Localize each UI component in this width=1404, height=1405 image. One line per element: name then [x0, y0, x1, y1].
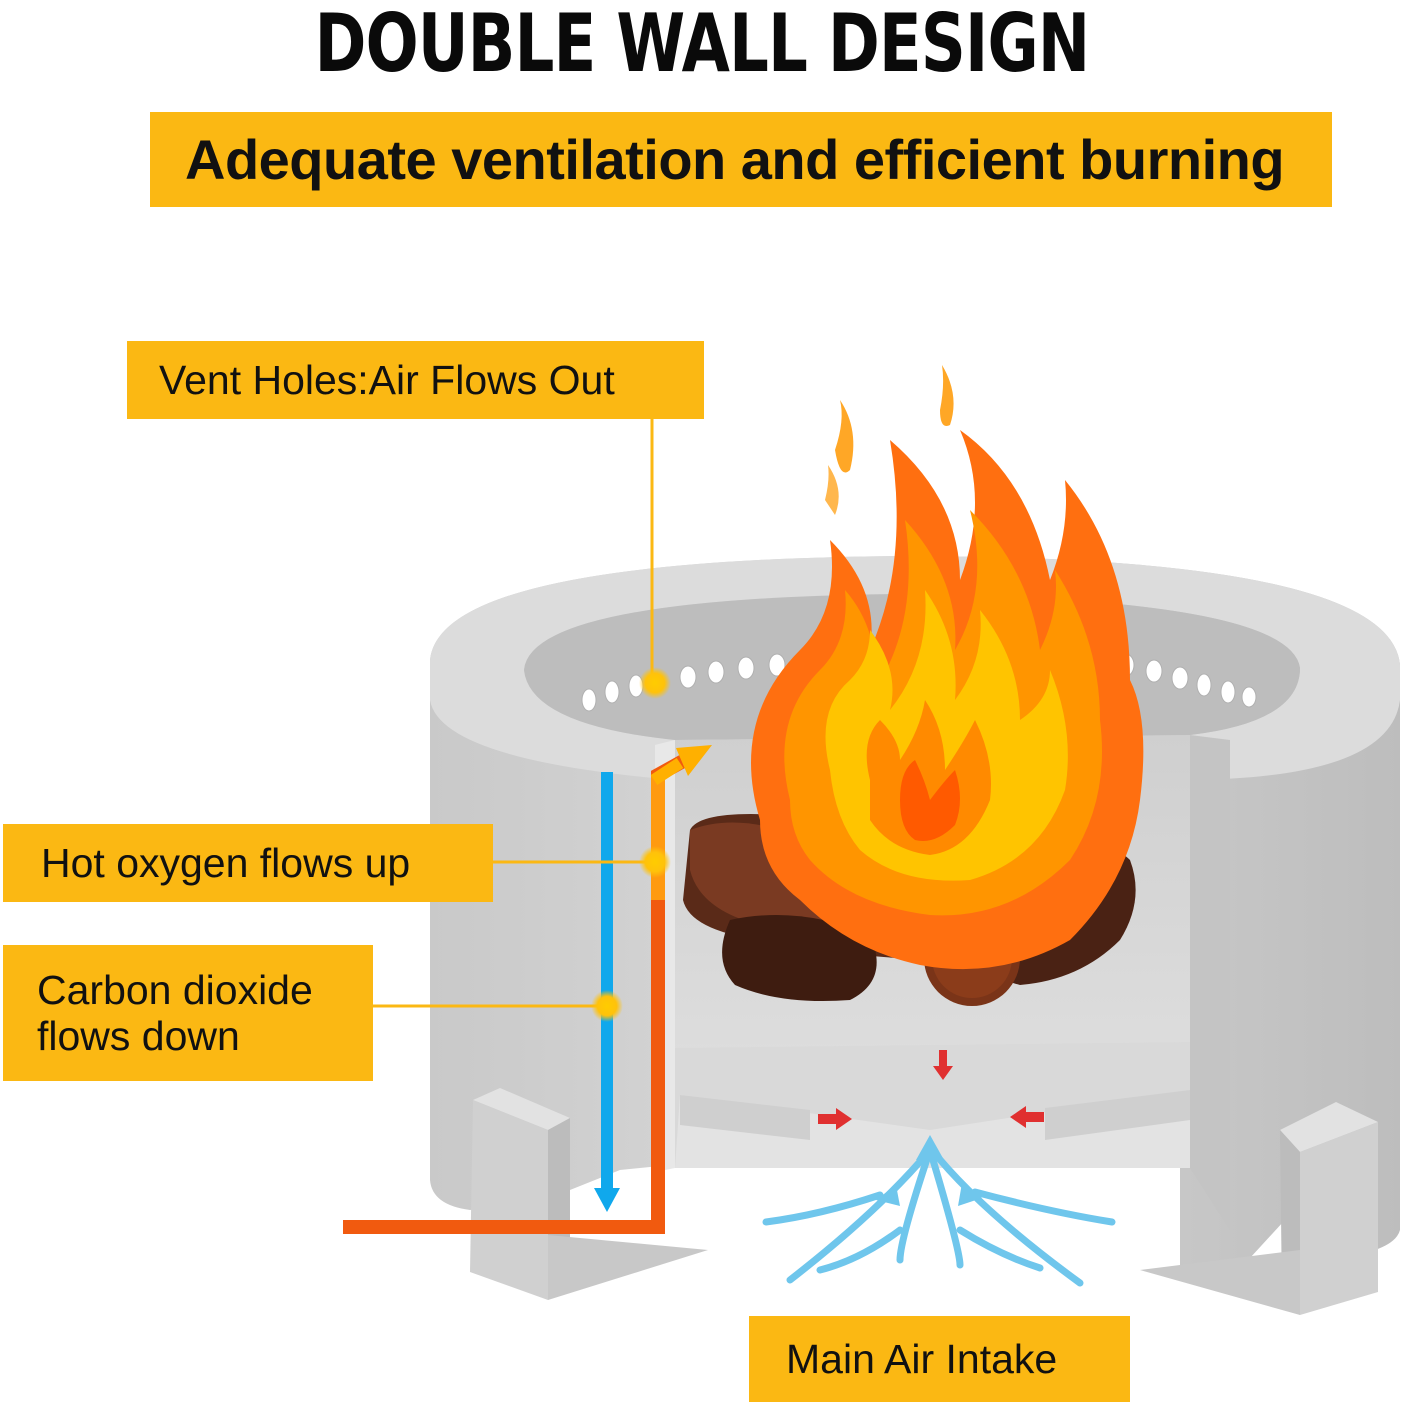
leg-right [1140, 1102, 1378, 1315]
vent-hole-icon [1241, 686, 1257, 708]
carbon-dioxide-label: Carbon dioxide flows down [3, 945, 373, 1081]
flow-arrow-icon [876, 1185, 900, 1206]
vent-hole-icon [1196, 673, 1212, 697]
base-arrows [818, 1050, 1044, 1130]
vent-hole-icon [604, 680, 620, 704]
vent-hole-icon [737, 656, 755, 680]
flow-arrow-icon [933, 1050, 953, 1080]
vent-hole-icon [1220, 680, 1236, 704]
leg-left [470, 1088, 708, 1300]
subtitle-text: Adequate ventilation and efficient burni… [185, 128, 1285, 191]
flow-lines [343, 745, 712, 1234]
vent-hole-icon [707, 660, 725, 684]
vent-hole-icon [679, 665, 697, 689]
flow-arrow-icon [1010, 1106, 1044, 1128]
main-air-intake-label: Main Air Intake [749, 1316, 1130, 1402]
flow-arrow-icon [818, 1108, 852, 1130]
leader-dots [591, 667, 671, 1022]
hot-oxygen-label: Hot oxygen flows up [3, 824, 493, 902]
intake-arrows [762, 1146, 1116, 1287]
page-title: DOUBLE WALL DESIGN [314, 0, 1091, 90]
carbon-label-line1: Carbon dioxide [37, 967, 313, 1013]
carbon-label-line2: flows down [37, 1013, 240, 1059]
flow-arrow-icon [916, 1135, 944, 1160]
vent-hole-icon [581, 688, 597, 712]
vent-hole-icon [768, 653, 786, 677]
vent-hole-icon [1171, 666, 1189, 690]
flow-arrow-icon [676, 745, 712, 776]
subtitle-banner: Adequate ventilation and efficient burni… [150, 112, 1332, 207]
flow-arrow-icon [958, 1183, 982, 1206]
flow-arrow-icon [594, 1188, 620, 1212]
fire-icon [751, 365, 1144, 970]
leader-lines [373, 419, 655, 1008]
intake-arrowheads [876, 1135, 982, 1206]
vent-hole-icon [1145, 659, 1163, 683]
vent-holes-label: Vent Holes:Air Flows Out [127, 341, 704, 419]
